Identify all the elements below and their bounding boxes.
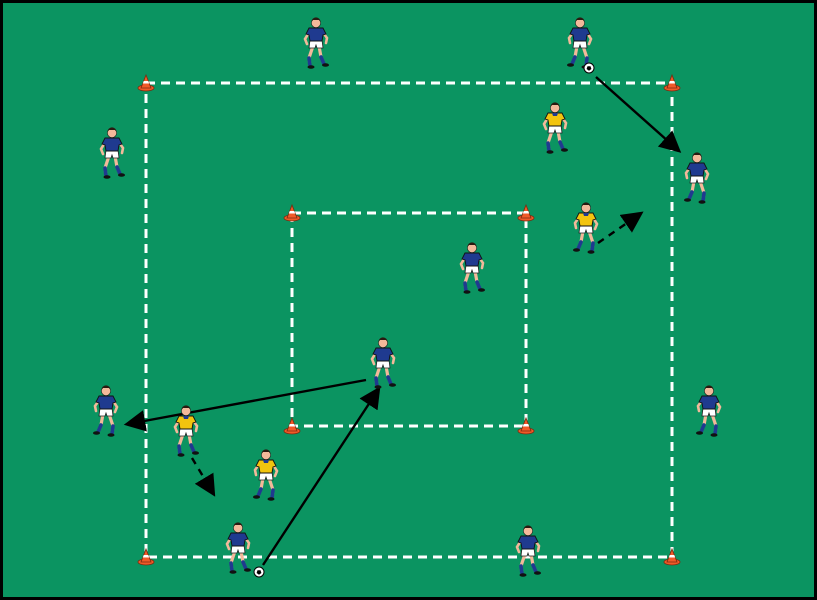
pass-arrows [123, 76, 682, 566]
run-arrows [190, 211, 644, 497]
player-yellow-bib-icon [542, 102, 568, 154]
player-blue-icon [567, 17, 593, 69]
pitch-background [3, 3, 814, 597]
cone-icon [663, 73, 681, 92]
run-arrow [190, 457, 216, 497]
pass-arrow [123, 378, 367, 432]
pass-arrow [595, 76, 682, 153]
cone-icon [283, 416, 301, 435]
player-yellow-bib-icon [573, 202, 599, 254]
cone-icon [283, 203, 301, 222]
cones-layer [137, 73, 681, 566]
outer-grid-boundary [144, 81, 674, 559]
ball-icon [253, 566, 265, 578]
player-blue-icon [370, 337, 396, 389]
pass-arrow [261, 386, 381, 566]
ball-icon [583, 62, 595, 74]
cone-icon [517, 416, 535, 435]
player-blue-icon [99, 127, 125, 179]
player-yellow-bib-icon [253, 449, 279, 501]
player-blue-icon [696, 385, 722, 437]
player-yellow-bib-icon [173, 405, 199, 457]
player-blue-icon [515, 525, 541, 577]
player-blue-icon [225, 522, 251, 574]
balls-layer [253, 62, 595, 578]
run-arrow [597, 211, 644, 244]
player-blue-icon [303, 17, 329, 69]
cone-icon [137, 73, 155, 92]
inner-grid-boundary [290, 211, 528, 428]
cone-icon [137, 547, 155, 566]
cone-icon [663, 547, 681, 566]
cone-icon [517, 203, 535, 222]
player-blue-icon [684, 152, 710, 204]
players-layer [93, 17, 722, 577]
player-blue-icon [93, 385, 119, 437]
player-blue-icon [459, 242, 485, 294]
